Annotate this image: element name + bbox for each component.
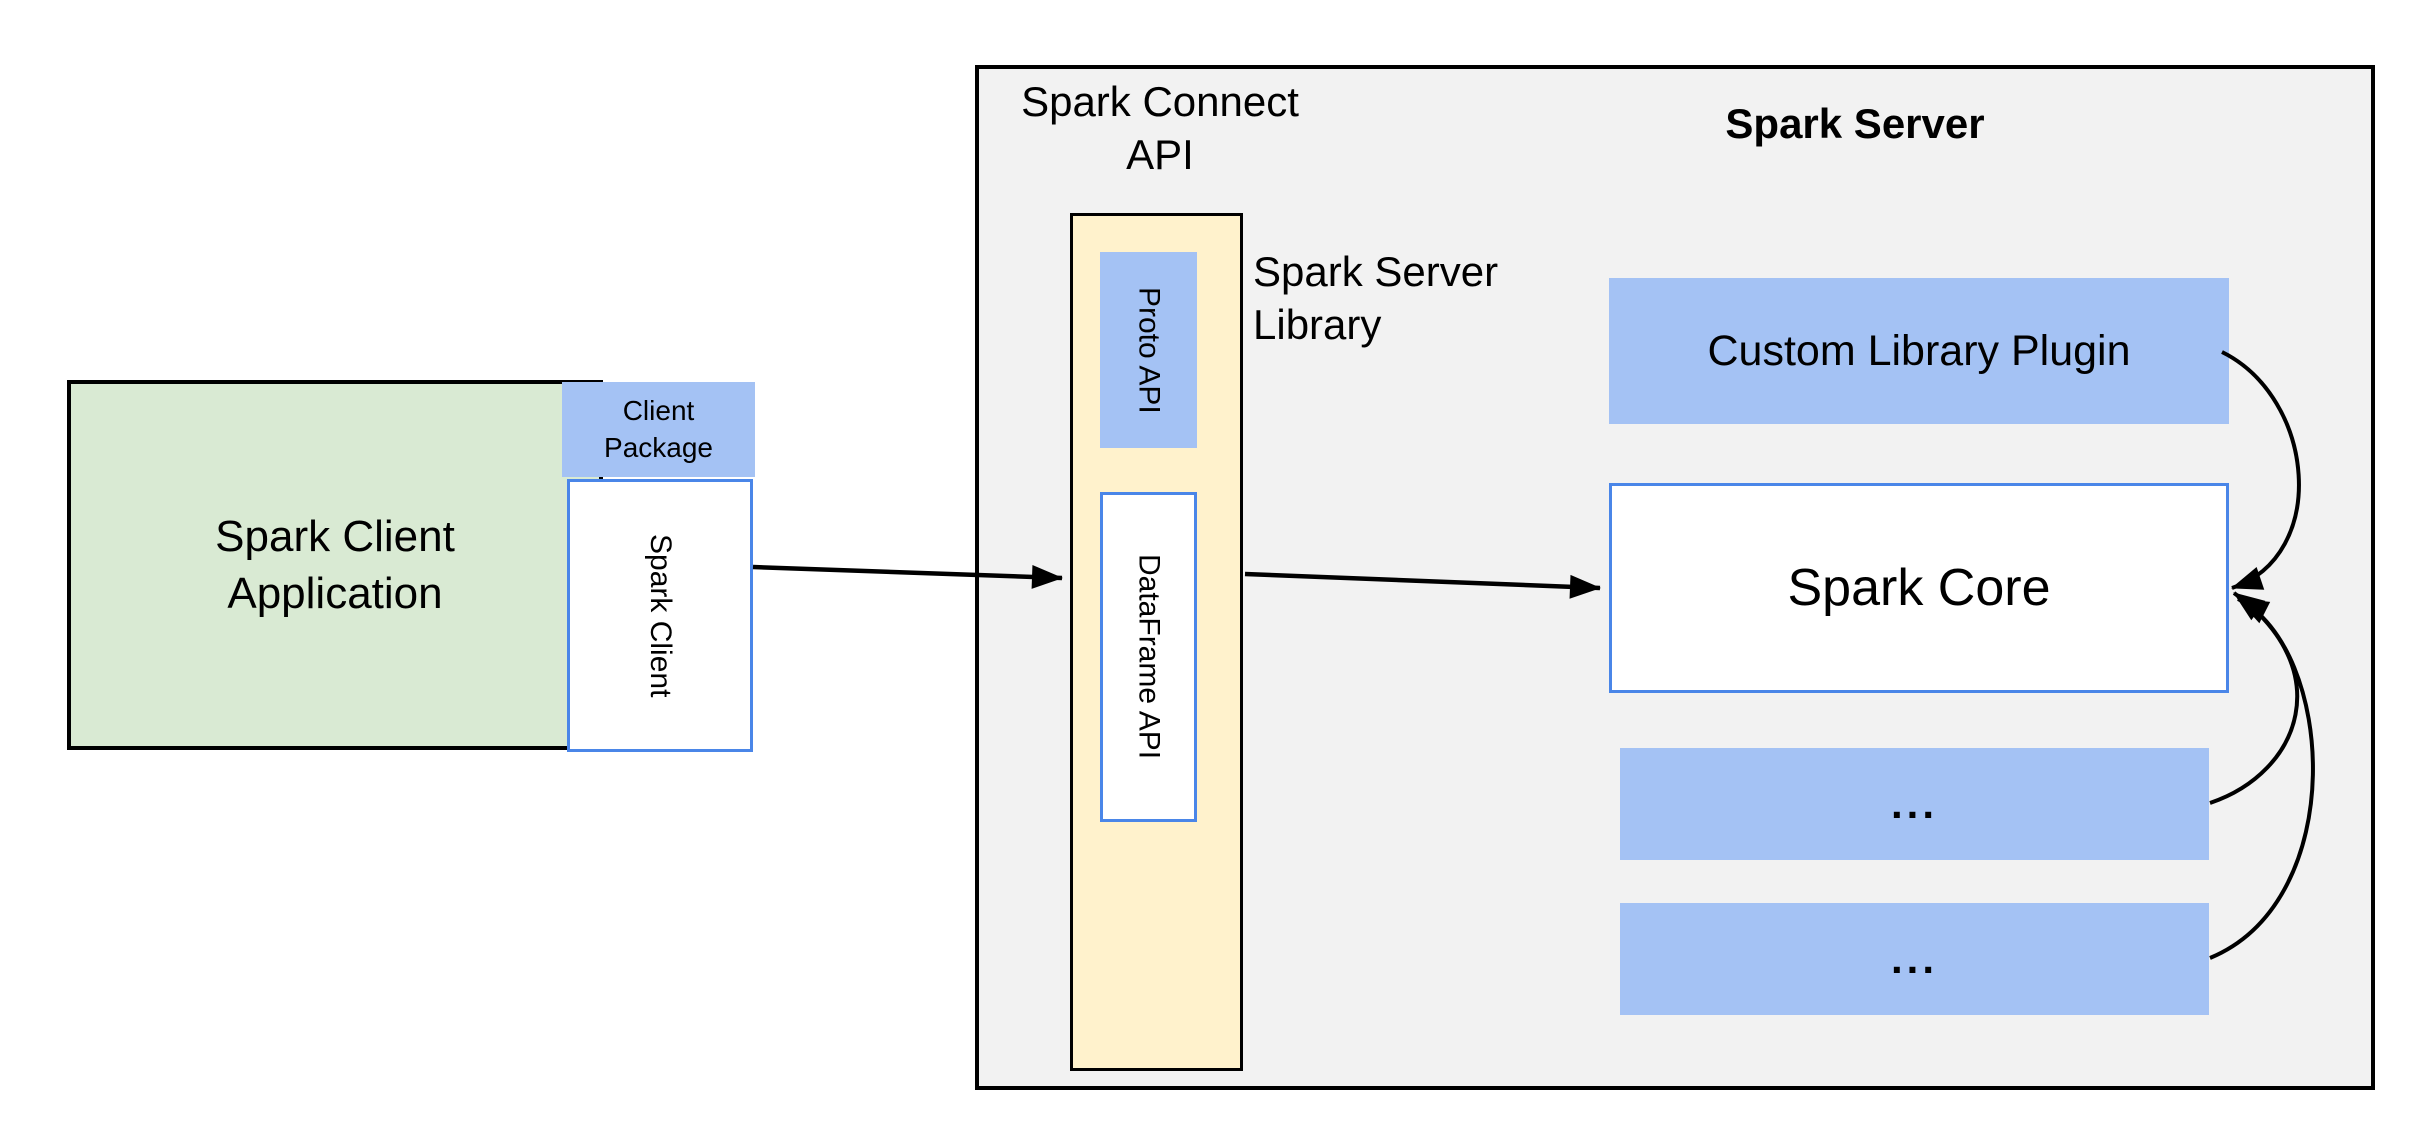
- plugin-slot-box-2: ...: [1620, 903, 2209, 1015]
- spark-client-label: Spark Client: [644, 533, 677, 698]
- client-package-label: Client Package: [604, 395, 713, 463]
- custom-library-plugin-label: Custom Library Plugin: [1707, 326, 2131, 375]
- spark-server-library-label: Spark Server Library: [1253, 248, 1499, 348]
- proto-api-box: Proto API: [1100, 252, 1197, 448]
- spark-core-label: Spark Core: [1787, 559, 2051, 617]
- custom-library-plugin-box: Custom Library Plugin: [1609, 278, 2229, 424]
- client-package-box: Client Package: [562, 382, 755, 477]
- spark-client-box: Spark Client: [567, 479, 753, 752]
- spark-server-title: Spark Server: [1725, 100, 1985, 147]
- spark-client-application-box: Spark Client Application: [67, 380, 603, 750]
- plugin-slot-1-label: ...: [1890, 780, 1938, 827]
- spark-connect-api-title: Spark Connect API: [1021, 78, 1299, 178]
- plugin-slot-box-1: ...: [1620, 748, 2209, 860]
- spark-client-application-label: Spark Client Application: [215, 511, 455, 618]
- plugin-slot-2-label: ...: [1890, 935, 1938, 982]
- dataframe-api-box: DataFrame API: [1100, 492, 1197, 822]
- spark-core-box: Spark Core: [1609, 483, 2229, 693]
- dataframe-api-label: DataFrame API: [1132, 554, 1166, 760]
- proto-api-label: Proto API: [1132, 286, 1166, 414]
